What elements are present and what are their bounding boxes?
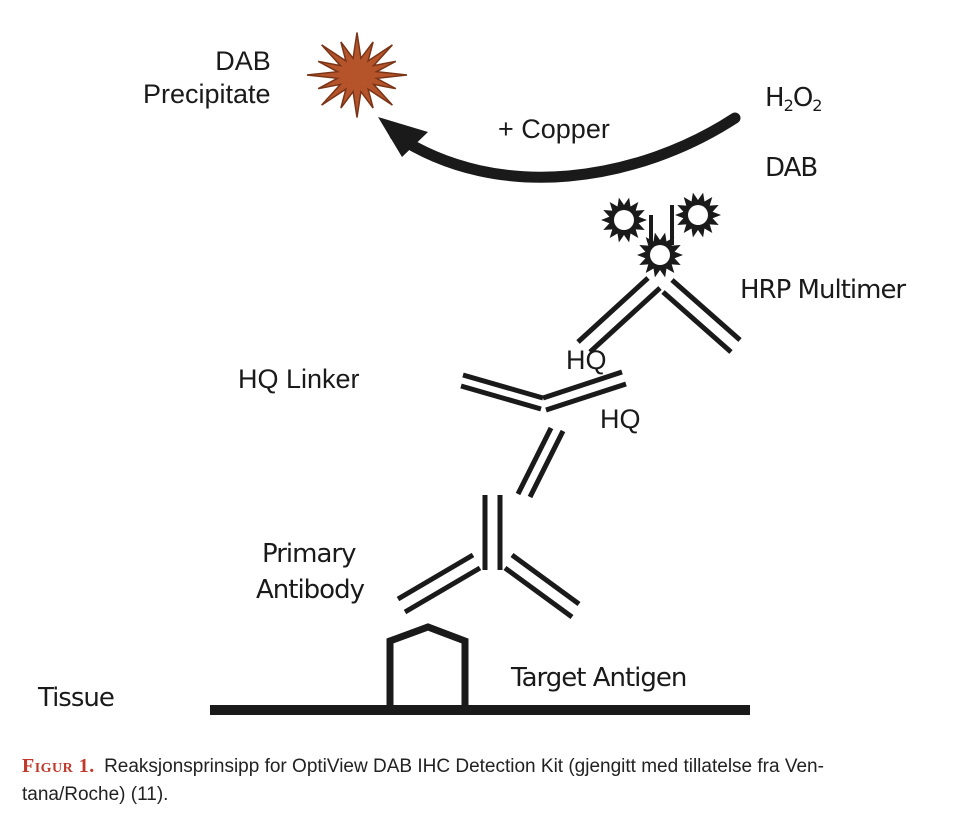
hrp-multimer-antibody (576, 276, 742, 354)
reaction-arrowhead (378, 117, 428, 157)
tissue-label: Tissue (38, 683, 115, 713)
reaction-arrow (389, 112, 741, 183)
hrp-enzyme-right-center (688, 205, 708, 225)
dab-precipitate-label: DAB (215, 46, 271, 76)
caption-text-line1: Reaksjonsprinsipp for OptiView DAB IHC D… (104, 756, 824, 777)
hq-linker-label: HQ Linker (238, 364, 360, 394)
hq-label-bottom: HQ (600, 404, 641, 434)
primary-antibody-label-line2: Antibody (256, 575, 365, 605)
dab-precipitate-starburst (306, 32, 408, 118)
h2o2-label: H2O2 (765, 83, 823, 115)
hq-linker-antibody (460, 369, 627, 499)
hrp-multimer-label: HRP Multimer (740, 275, 906, 305)
primary-antibody-shape (396, 495, 581, 620)
figure-number: Figur 1. (22, 755, 95, 777)
target-antigen-label: Target Antigen (511, 663, 687, 693)
hrp-enzyme-left-center (614, 210, 634, 230)
figure-caption: Figur 1. Reaksjonsprinsipp for OptiView … (22, 752, 940, 809)
hrp-enzymes (601, 192, 721, 278)
dab-label: DAB (765, 153, 818, 183)
copper-label: + Copper (498, 114, 610, 144)
caption-text-line2: tana/Roche) (11). (22, 784, 169, 805)
diagram-canvas (210, 32, 750, 715)
hq-label-top: HQ (566, 345, 607, 375)
hrp-enzyme-bottom-center (650, 245, 670, 265)
figure-area: DAB Precipitate + Copper H2O2 DAB HRP Mu… (38, 32, 906, 715)
target-antigen-shape (386, 623, 469, 708)
dab-precipitate-label-line2: Precipitate (143, 79, 271, 109)
primary-antibody-label: Primary (262, 539, 356, 569)
